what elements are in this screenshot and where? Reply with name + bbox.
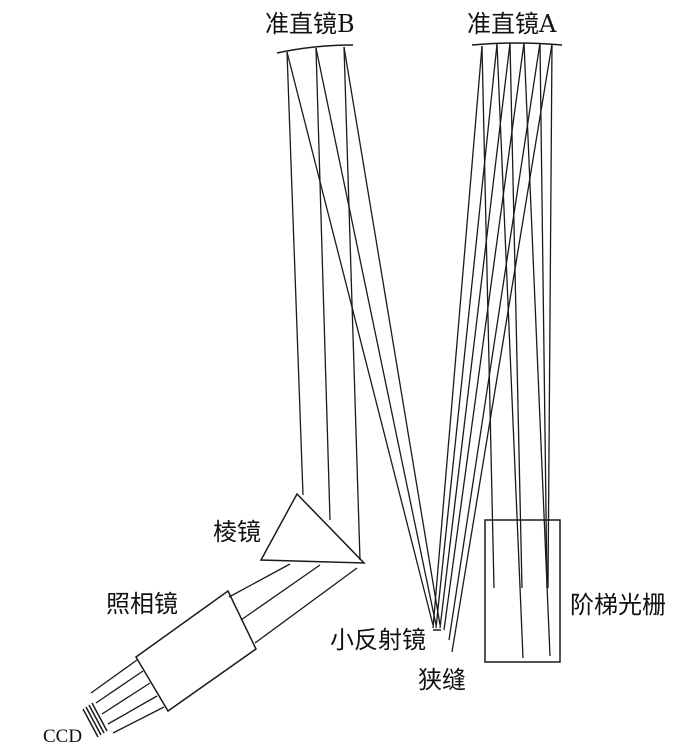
beam-prism-to-lens-mid: [240, 564, 321, 621]
rays-collimator-a-to-slit: [432, 42, 553, 653]
prism-label: 棱镜: [213, 518, 261, 546]
lens-output-ray-2: [95, 670, 144, 704]
collimator-b-mirror: [276, 44, 354, 54]
beam-prism-to-lens-lower: [254, 567, 358, 644]
ccd-detector: [82, 702, 108, 738]
beam-prism-to-lens-upper: [228, 563, 291, 598]
rays-collimator-b-to-prism: [286, 46, 361, 561]
echelle-grating-label: 阶梯光栅: [570, 591, 666, 619]
collimator-b-label: 准直镜B: [265, 10, 355, 38]
collimator-a-mirror: [471, 42, 563, 46]
lens-output-ray-1: [90, 659, 138, 694]
lens-output-ray-4: [107, 695, 158, 725]
prism: [259, 492, 366, 564]
lens-output-ray-3: [101, 682, 151, 715]
collimator-a-label: 准直镜A: [467, 10, 557, 38]
camera-lens-label: 照相镜: [106, 590, 178, 618]
lens-output-ray-5: [112, 706, 165, 734]
rays-collimator-b-to-mirror: [286, 46, 441, 626]
rays-collimator-a-to-grating: [481, 42, 553, 659]
slit-label: 狭缝: [418, 666, 466, 694]
echelle-grating-box: [484, 519, 561, 663]
camera-lens-block: [135, 589, 257, 713]
ccd-label: CCD: [43, 726, 82, 747]
small-mirror-label: 小反射镜: [330, 626, 426, 654]
